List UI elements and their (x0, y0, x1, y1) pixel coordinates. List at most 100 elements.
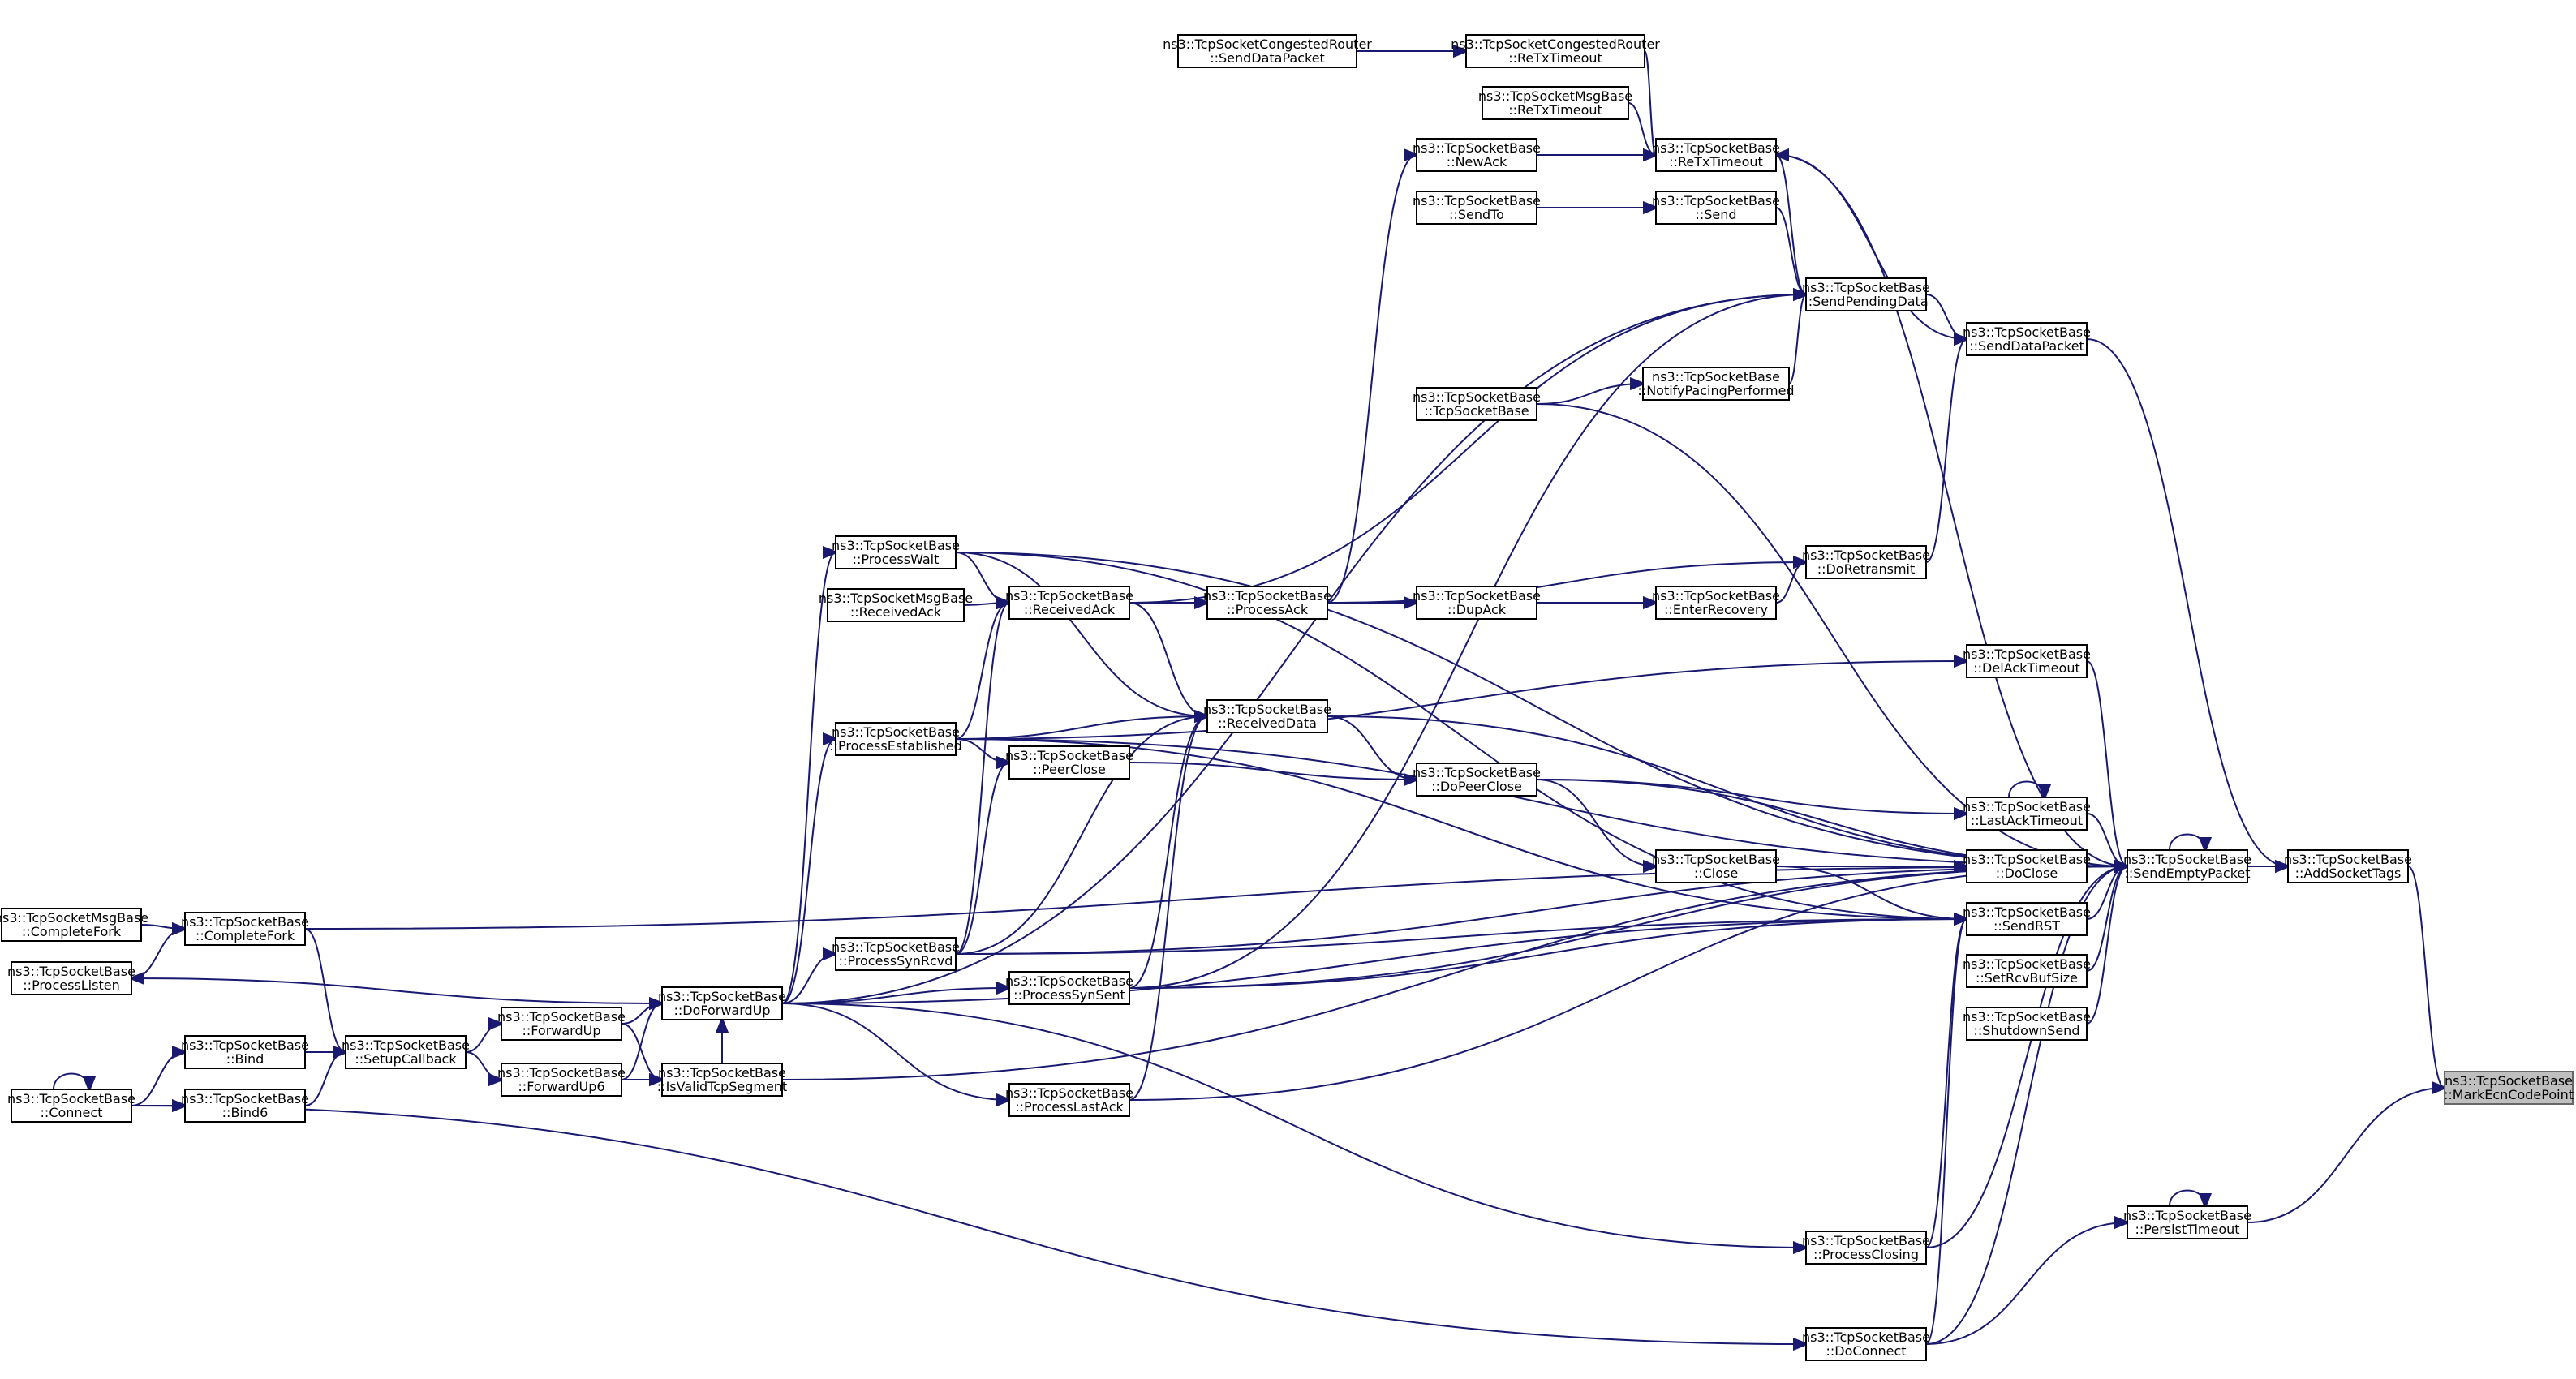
call-edge (2086, 338, 2288, 866)
node-received-data[interactable]: ns3::TcpSocketBase::ReceivedData (1203, 699, 1331, 733)
edge-do-forward-up-to-process-listen (131, 978, 663, 1004)
node-box (1805, 277, 1927, 311)
node-box (1416, 138, 1537, 172)
node-send-empty-packet[interactable]: ns3::TcpSocketBase::SendEmptyPacket (2123, 849, 2251, 883)
node-connect[interactable]: ns3::TcpSocketBase::Connect (7, 1089, 135, 1123)
node-set-rcv-buf-size[interactable]: ns3::TcpSocketBase::SetRcvBufSize (1963, 954, 2091, 988)
node-box (1655, 138, 1777, 172)
node-box (1655, 849, 1777, 883)
node-box (1805, 545, 1927, 579)
node-box (1416, 586, 1537, 620)
node-is-valid-tcp-segment[interactable]: ns3::TcpSocketBase::IsValidTcpSegment (657, 1063, 787, 1097)
node-add-socket-tags[interactable]: ns3::TcpSocketBase::AddSocketTags (2284, 849, 2412, 883)
node-method-label: ::ReTxTimeout (1669, 154, 1763, 170)
edge-process-syn-sent-to-send-rst (1129, 919, 1967, 989)
node-del-ack-timeout[interactable]: ns3::TcpSocketBase::DelAckTimeout (1963, 644, 2091, 678)
call-edge (1129, 602, 1207, 716)
node-process-last-ack[interactable]: ns3::TcpSocketBase::ProcessLastAck (1005, 1083, 1133, 1117)
node-notify-pacing[interactable]: ns3::TcpSocketBase::NotifyPacingPerforme… (1637, 367, 1795, 401)
node-process-closing[interactable]: ns3::TcpSocketBase::ProcessClosing (1802, 1231, 1930, 1265)
edge-process-ack-to-new-ack (1327, 155, 1417, 604)
node-msg-received-ack[interactable]: ns3::TcpSocketMsgBase::ReceivedAck (819, 588, 973, 622)
node-method-label: ::Close (1694, 866, 1738, 881)
node-do-close[interactable]: ns3::TcpSocketBase::DoClose (1963, 849, 2091, 883)
node-box (1966, 849, 2088, 883)
node-class-label: ns3::TcpSocketBase (1413, 588, 1541, 604)
node-do-peer-close[interactable]: ns3::TcpSocketBase::DoPeerClose (1413, 763, 1541, 797)
node-re-tx-timeout[interactable]: ns3::TcpSocketBase::ReTxTimeout (1652, 138, 1780, 172)
edge-re-tx-timeout-to-send-empty-packet (1775, 154, 2127, 866)
node-complete-fork[interactable]: ns3::TcpSocketBase::CompleteFork (181, 912, 309, 946)
node-process-syn-sent[interactable]: ns3::TcpSocketBase::ProcessSynSent (1005, 971, 1133, 1005)
edge-re-tx-timeout-to-send-pending-data (1775, 154, 1806, 294)
call-edge (1925, 339, 1967, 563)
call-edge (1775, 866, 1967, 919)
node-setup-callback[interactable]: ns3::TcpSocketBase::SetupCallback (342, 1035, 470, 1069)
node-close[interactable]: ns3::TcpSocketBase::Close (1652, 849, 1780, 883)
node-process-ack[interactable]: ns3::TcpSocketBase::ProcessAck (1203, 586, 1331, 620)
node-process-listen[interactable]: ns3::TcpSocketBase::ProcessListen (7, 961, 135, 995)
edge-complete-fork-to-setup-callback (304, 928, 346, 1052)
node-send-data-packet[interactable]: ns3::TcpSocketBase::SendDataPacket (1963, 322, 2091, 356)
node-peer-close[interactable]: ns3::TcpSocketBase::PeerClose (1005, 745, 1133, 780)
edge-process-syn-rcvd-to-received-data (955, 716, 1207, 955)
call-edge (781, 294, 1806, 1004)
node-method-label: ::ForwardUp6 (518, 1079, 604, 1094)
node-class-label: ns3::TcpSocketBase (1963, 956, 2091, 972)
node-box (1008, 586, 1130, 620)
node-class-label: ns3::TcpSocketBase (1413, 193, 1541, 208)
node-send-pending-data[interactable]: ns3::TcpSocketBase::SendPendingData (1802, 277, 1930, 311)
node-persist-timeout[interactable]: ns3::TcpSocketBase::PersistTimeout (2123, 1205, 2251, 1239)
node-mark-ecn[interactable]: ns3::TcpSocketBase::MarkEcnCodePoint (2444, 1071, 2574, 1105)
node-bind[interactable]: ns3::TcpSocketBase::Bind (181, 1035, 309, 1069)
edges-layer (53, 51, 2445, 1345)
call-edge (781, 954, 836, 1004)
node-process-established[interactable]: ns3::TcpSocketBase::ProcessEstablished (829, 722, 962, 756)
node-new-ack[interactable]: ns3::TcpSocketBase::NewAck (1413, 138, 1541, 172)
node-method-label: ::NotifyPacingPerformed (1637, 383, 1794, 398)
edge-enter-recovery-to-do-retransmit (1775, 562, 1806, 604)
node-forward-up6[interactable]: ns3::TcpSocketBase::ForwardUp6 (497, 1063, 626, 1097)
edge-do-forward-up-to-process-syn-sent (781, 988, 1009, 1004)
edge-process-listen-to-complete-fork (131, 929, 185, 979)
node-msg-complete-fork[interactable]: ns3::TcpSocketMsgBase::CompleteFork (0, 908, 148, 942)
node-box (1655, 191, 1777, 225)
node-class-label: ns3::TcpSocketBase (1005, 748, 1133, 763)
call-edge (1129, 294, 1806, 604)
node-send-rst[interactable]: ns3::TcpSocketBase::SendRST (1963, 902, 2091, 936)
node-box (2127, 849, 2248, 883)
node-tcp-socket-base[interactable]: ns3::TcpSocketBase::TcpSocketBase (1413, 387, 1541, 421)
call-edge (131, 1052, 185, 1106)
call-edge (955, 552, 1207, 716)
edge-send-data-packet-to-add-socket-tags (2086, 338, 2288, 866)
node-bind6[interactable]: ns3::TcpSocketBase::Bind6 (181, 1089, 309, 1123)
node-do-forward-up[interactable]: ns3::TcpSocketBase::DoForwardUp (658, 986, 786, 1020)
node-method-label: ::ShutdownSend (1974, 1023, 2080, 1038)
node-enter-recovery[interactable]: ns3::TcpSocketBase::EnterRecovery (1652, 586, 1780, 620)
call-edge (781, 866, 2127, 1080)
node-dup-ack[interactable]: ns3::TcpSocketBase::DupAck (1413, 586, 1541, 620)
edge-persist-timeout-to-mark-ecn (2247, 1088, 2445, 1223)
node-method-label: ::PersistTimeout (2135, 1222, 2239, 1237)
node-box (1655, 586, 1777, 620)
node-cong-re-tx[interactable]: ns3::TcpSocketCongestedRouter::ReTxTimeo… (1451, 34, 1660, 68)
node-send[interactable]: ns3::TcpSocketBase::Send (1652, 191, 1780, 225)
node-last-ack-timeout[interactable]: ns3::TcpSocketBase::LastAckTimeout (1963, 797, 2091, 831)
node-process-syn-rcvd[interactable]: ns3::TcpSocketBase::ProcessSynRcvd (832, 937, 960, 971)
node-box (1416, 763, 1537, 797)
node-class-label: ns3::TcpSocketBase (1652, 852, 1780, 867)
node-forward-up[interactable]: ns3::TcpSocketBase::ForwardUp (497, 1007, 626, 1041)
call-edge (1925, 866, 2127, 1345)
node-method-label: ::SendDataPacket (1210, 50, 1325, 66)
node-do-connect[interactable]: ns3::TcpSocketBase::DoConnect (1802, 1327, 1930, 1361)
node-class-label: ns3::TcpSocketBase (1005, 1085, 1133, 1101)
node-do-retransmit[interactable]: ns3::TcpSocketBase::DoRetransmit (1802, 545, 1930, 579)
edge-received-ack-to-send-pending-data (1129, 294, 1806, 604)
node-received-ack[interactable]: ns3::TcpSocketBase::ReceivedAck (1005, 586, 1133, 620)
edge-received-ack-to-received-data (1129, 602, 1207, 716)
node-send-to[interactable]: ns3::TcpSocketBase::SendTo (1413, 191, 1541, 225)
node-process-wait[interactable]: ns3::TcpSocketBase::ProcessWait (832, 535, 960, 569)
node-shutdown-send[interactable]: ns3::TcpSocketBase::ShutdownSend (1963, 1007, 2091, 1041)
node-cong-send-data[interactable]: ns3::TcpSocketCongestedRouter::SendDataP… (1163, 34, 1372, 68)
node-msg-re-tx[interactable]: ns3::TcpSocketMsgBase::ReTxTimeout (1478, 86, 1632, 120)
